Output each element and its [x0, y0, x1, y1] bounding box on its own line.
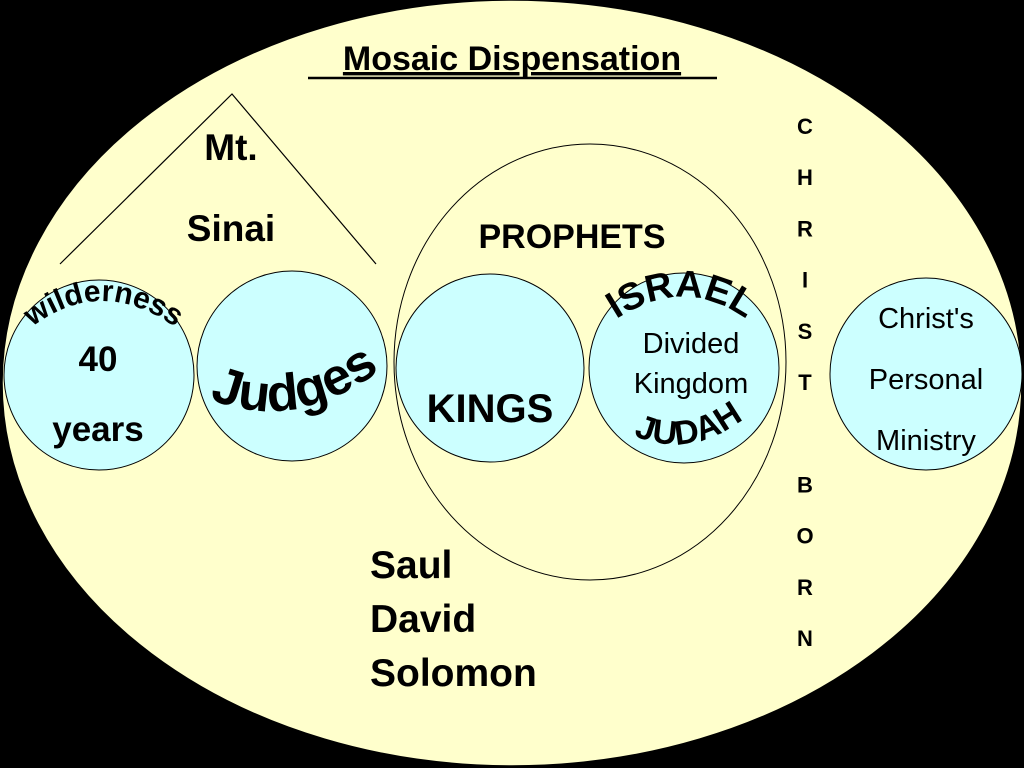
christ-born-letter: H [797, 165, 813, 190]
christ-born-letter: I [802, 268, 808, 293]
mount-sinai-triangle [59, 93, 377, 265]
king-name-solomon: Solomon [370, 652, 537, 695]
king-name-david: David [370, 598, 476, 641]
ministry-line3: Ministry [876, 425, 976, 457]
kings-label: KINGS [427, 387, 554, 431]
mount-label-line1: Mt. [204, 127, 257, 168]
christ-born-letter: C [797, 114, 813, 139]
ministry-line2: Personal [869, 364, 983, 396]
christ-born-letter: S [798, 319, 813, 344]
page-title: Mosaic Dispensation [343, 40, 681, 78]
prophets-circle [393, 143, 787, 581]
christ-born-letter: R [797, 575, 813, 600]
mount-label-line2: Sinai [187, 208, 275, 249]
king-name-saul: Saul [370, 544, 452, 587]
christ-born-letter: O [796, 524, 813, 549]
divided-kingdom-line2: Kingdom [634, 368, 748, 400]
christ-born-letter: N [797, 626, 813, 651]
christ-born-letter: B [797, 472, 813, 497]
wilderness-circle [3, 279, 195, 471]
divided-kingdom-line1: Divided [643, 328, 740, 360]
wilderness-number: 40 [79, 340, 118, 379]
wilderness-unit: years [52, 410, 143, 449]
christ-born-letter: R [797, 216, 813, 241]
ministry-line1: Christ's [878, 303, 974, 335]
kings-circle [395, 273, 585, 463]
prophets-label: PROPHETS [478, 218, 665, 256]
christ-ministry-circle [829, 277, 1023, 471]
judges-circle [196, 270, 388, 462]
divided-kingdom-circle [588, 272, 780, 464]
christ-born-letter: T [798, 370, 812, 395]
christ-born-vertical-text: C H R I S T B O R N [796, 114, 813, 651]
